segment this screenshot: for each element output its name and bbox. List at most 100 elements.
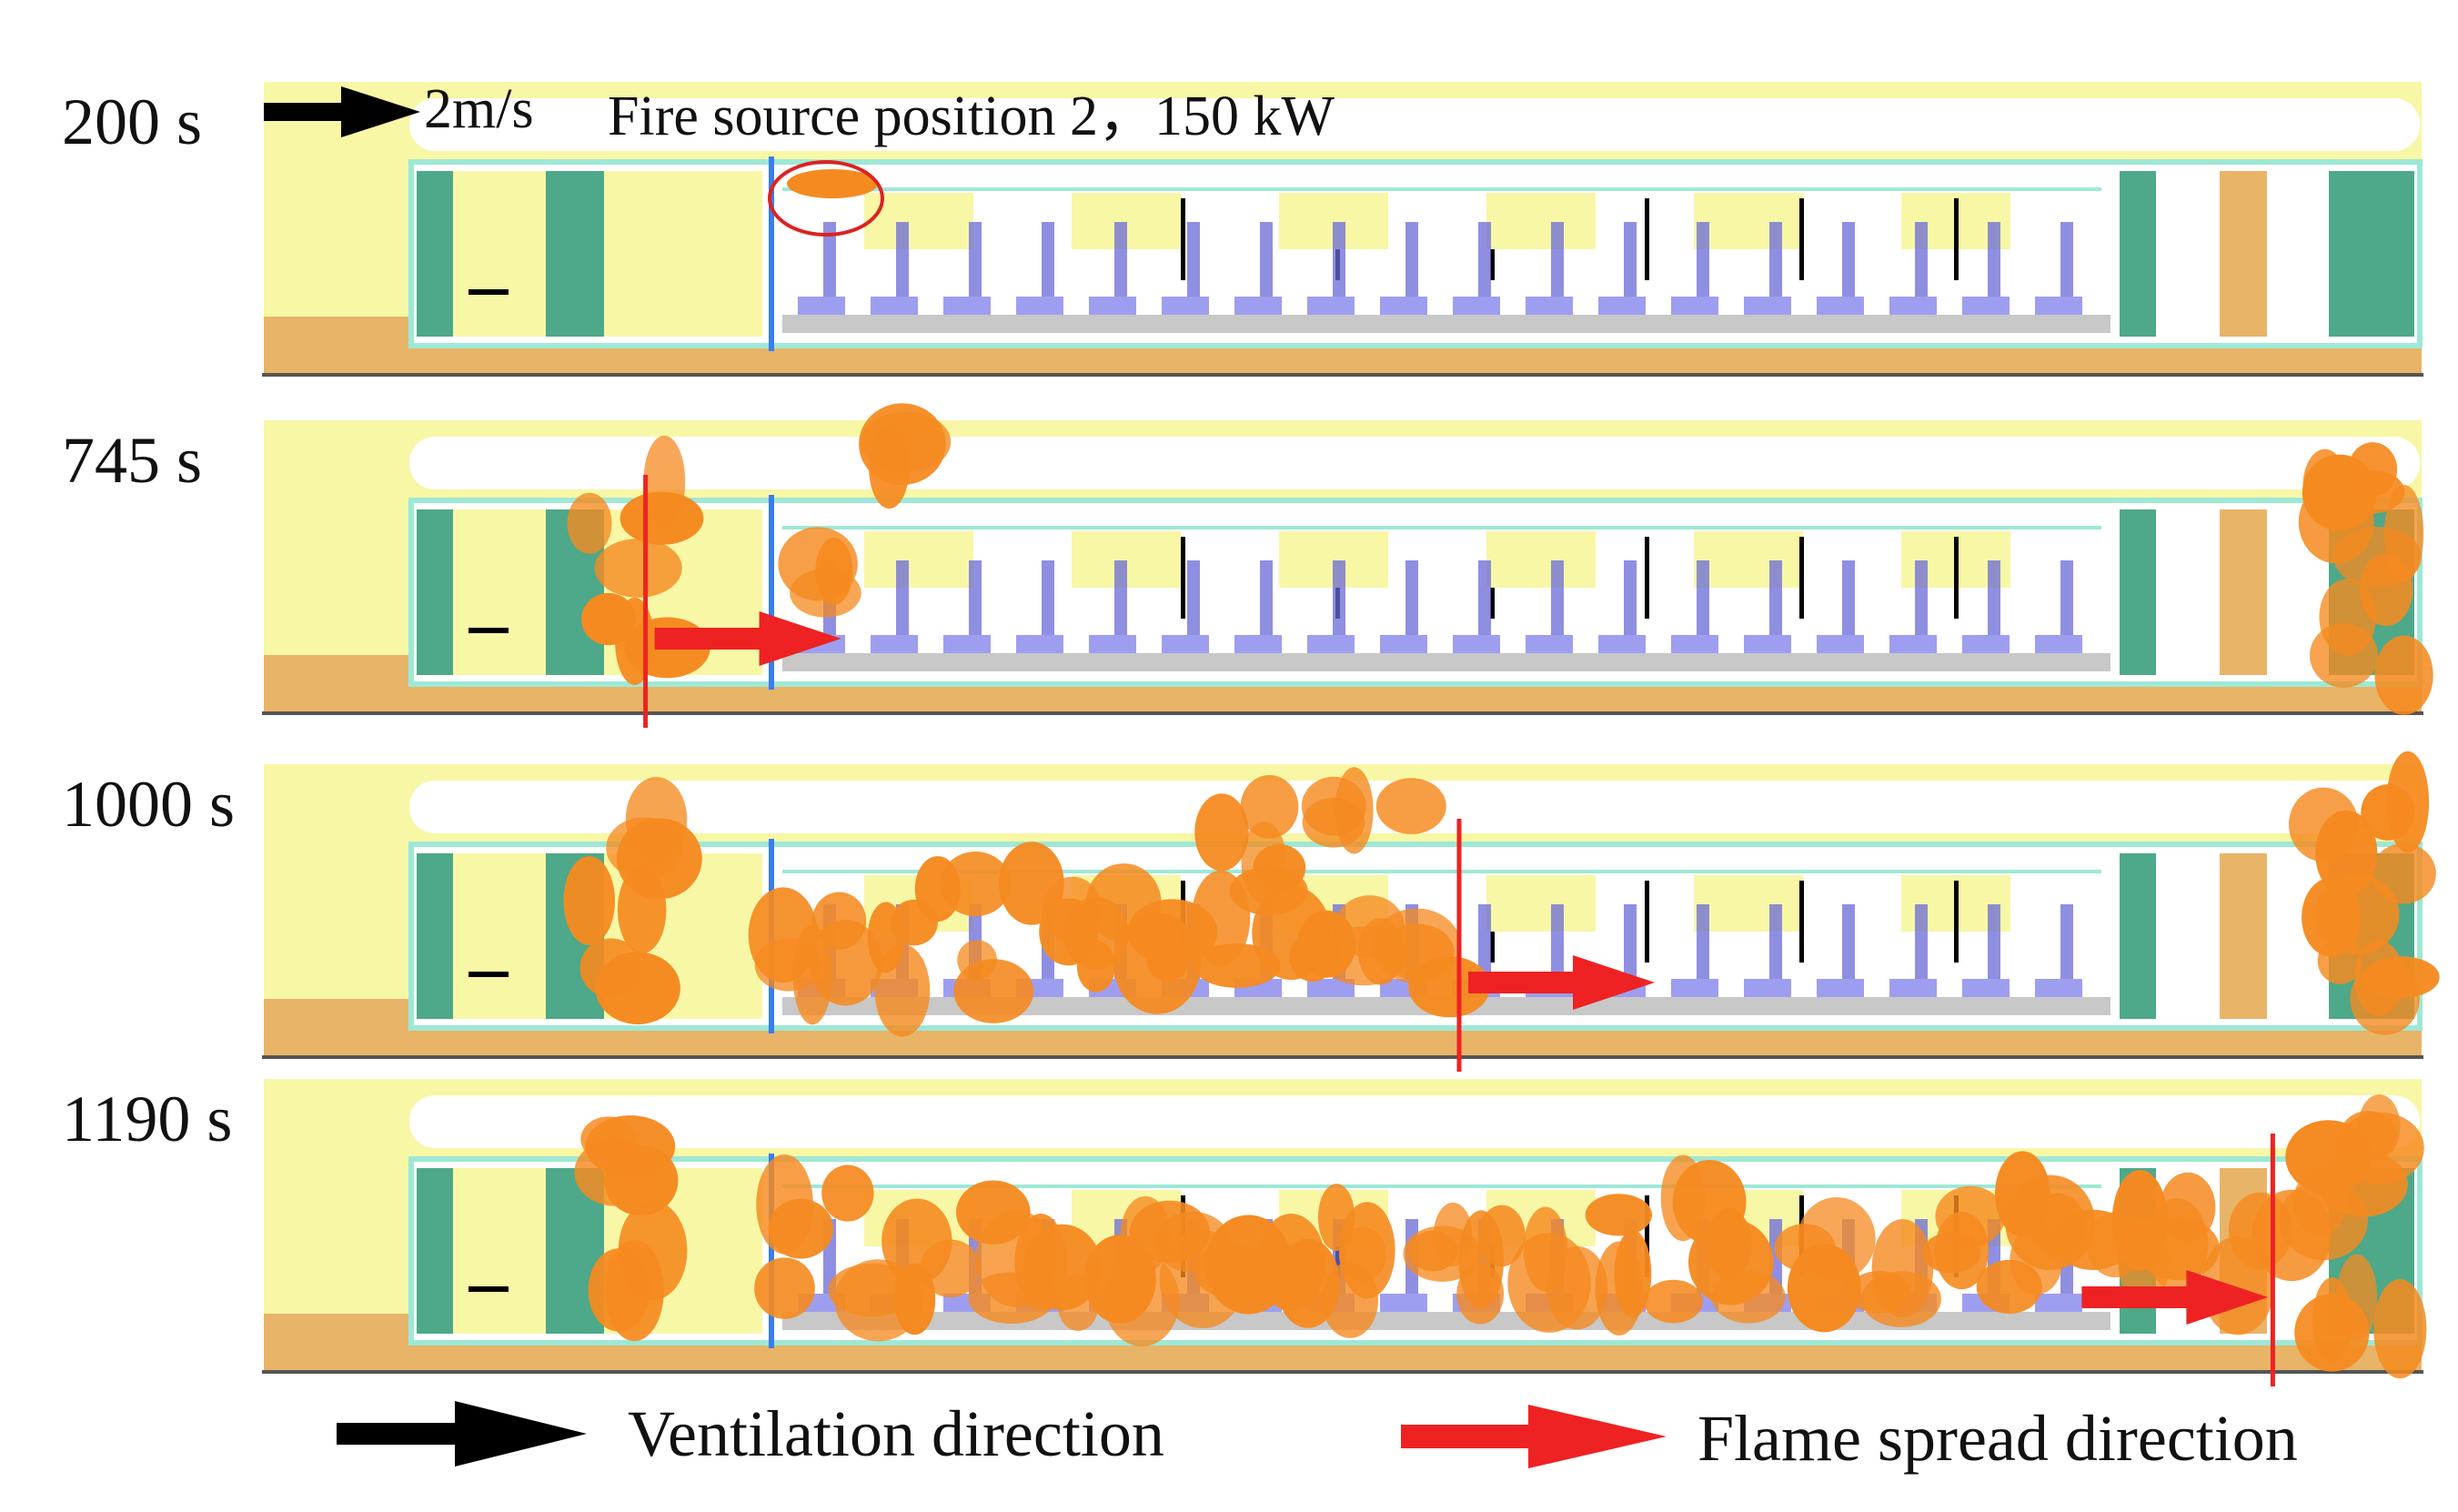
seat-back — [1551, 904, 1564, 984]
pole-mark — [1799, 198, 1804, 280]
pole-mark — [1645, 1195, 1649, 1277]
seat-back — [1187, 560, 1200, 640]
seat-back — [1624, 904, 1637, 984]
seat-cushion — [1817, 979, 1864, 997]
seat-back — [1187, 222, 1200, 302]
right-door — [2120, 171, 2156, 337]
window — [1694, 193, 1803, 249]
time-label: 200 s — [62, 86, 202, 158]
seat-cushion — [798, 297, 845, 315]
panel-baseline — [262, 1370, 2423, 1374]
panel-baseline — [262, 373, 2423, 377]
time-label: 1000 s — [62, 768, 235, 841]
seat-cushion — [1889, 635, 1937, 653]
fire-puff — [2373, 1279, 2427, 1379]
fire-puff — [1706, 1207, 1752, 1280]
pole-mark — [1954, 881, 1959, 963]
seat-back — [1333, 222, 1345, 302]
seat-cushion — [1598, 297, 1646, 315]
ventilation-legend-label: Ventilation direction — [628, 1397, 1164, 1470]
seat-cushion — [2035, 979, 2082, 997]
fire-puff — [768, 1198, 834, 1259]
seat-cushion — [871, 297, 918, 315]
seat-back — [1114, 222, 1127, 302]
seat-back — [1915, 222, 1928, 302]
vestibule-door — [417, 1168, 453, 1334]
luggage-rack — [782, 1184, 2101, 1188]
seat-cushion — [1380, 297, 1427, 315]
fire-puff — [1113, 912, 1202, 1014]
fire-puff — [580, 1116, 637, 1162]
seat-back — [1915, 904, 1928, 984]
seat-back — [1042, 560, 1054, 640]
fire-puff — [1194, 793, 1249, 872]
seat-back — [1842, 222, 1855, 302]
seat-cushion — [1089, 297, 1136, 315]
seat-cushion — [1162, 297, 1209, 315]
fire-puff — [2310, 622, 2379, 688]
fire-puff — [821, 1164, 874, 1222]
handle-mark — [468, 289, 509, 295]
handle-mark — [468, 1286, 509, 1292]
fire-puff — [2005, 1174, 2095, 1271]
seat-back — [1551, 560, 1564, 640]
seat-cushion — [1307, 297, 1355, 315]
fire-puff — [1076, 940, 1116, 993]
fire-puff — [2348, 442, 2398, 498]
seat-back — [1114, 560, 1127, 640]
seat-cushion — [1307, 635, 1355, 653]
pole-mark — [1181, 537, 1185, 619]
fire-puff — [2315, 810, 2378, 897]
seat-back — [1769, 560, 1782, 640]
fire-puff — [815, 538, 853, 605]
vestibule-door — [546, 171, 604, 337]
seat-cushion — [2035, 1294, 2082, 1312]
seat-back — [1915, 560, 1928, 640]
panel-baseline — [262, 1055, 2423, 1059]
seat-back — [969, 560, 982, 640]
vestibule-door — [417, 853, 453, 1019]
fire-puff — [617, 866, 667, 954]
simulation-panel: 745 s — [62, 403, 2433, 728]
fire-puff — [1083, 1235, 1156, 1324]
car-roof — [409, 98, 2420, 151]
fire-puff — [595, 952, 680, 1024]
seat-cushion — [1744, 979, 1791, 997]
seat-cushion — [1453, 635, 1500, 653]
simulation-panel: 200 s — [62, 82, 2423, 377]
seat-back — [896, 222, 909, 302]
simulation-panel: 1000 s — [62, 751, 2440, 1072]
pole-mark — [1645, 198, 1649, 280]
aisle-floor — [782, 653, 2110, 671]
pole-mark — [1954, 198, 1959, 280]
seat-cushion — [871, 635, 918, 653]
fire-puff — [1375, 778, 1446, 834]
luggage-rack — [782, 187, 2101, 191]
seat-cushion — [1526, 297, 1573, 315]
fire-puff — [1976, 1259, 2042, 1315]
flame-spread-arrow — [654, 628, 764, 650]
fire-puff — [1378, 923, 1455, 980]
right-panel — [2220, 509, 2267, 675]
fire-puff — [861, 411, 952, 473]
fire-puff — [620, 491, 704, 545]
seat-back — [2060, 904, 2073, 984]
fire-puff — [2312, 1277, 2352, 1364]
scenario-label: Fire source position 2，150 kW — [608, 86, 1335, 147]
seat-cushion — [2035, 297, 2082, 315]
seat-cushion — [1889, 979, 1937, 997]
fire-puff — [940, 852, 1012, 917]
fire-puff — [2160, 1172, 2216, 1243]
fire-puff — [594, 538, 682, 598]
seat-back — [1769, 904, 1782, 984]
seat-cushion — [1453, 297, 1500, 315]
right-panel — [2220, 853, 2267, 1019]
fire-puff — [581, 592, 637, 646]
fire-puff — [2302, 877, 2361, 957]
fire-puff — [1595, 1241, 1643, 1336]
seat-cushion — [1671, 297, 1718, 315]
partition — [769, 1154, 774, 1348]
partition — [769, 156, 774, 351]
seat-back — [1697, 904, 1709, 984]
